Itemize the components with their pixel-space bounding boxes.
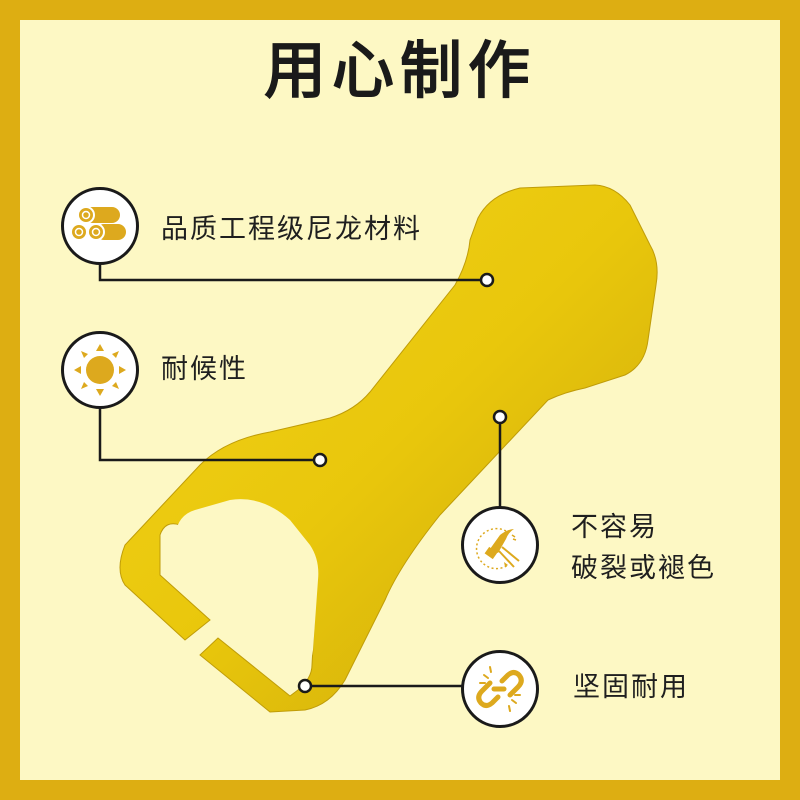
hammer-impact-icon: [475, 527, 520, 570]
page-title: 用心制作: [263, 34, 536, 107]
feature-2-label: 耐候性: [161, 354, 248, 385]
feature-3-label-line-1: 不容易: [571, 512, 658, 543]
feature-3-icon-badge: [461, 506, 539, 584]
feature-2-icon-badge: [61, 331, 139, 409]
connector-line-2: [98, 407, 320, 462]
connector-line-1: [98, 262, 487, 282]
wrench-body: [119, 184, 658, 713]
chain-link-icon: [476, 666, 524, 712]
anchor-dot-2: [312, 452, 328, 468]
feature-3-label-line-2: 破裂或褪色: [571, 553, 716, 584]
feature-4-icon-badge: [461, 650, 539, 728]
feature-1-label: 品质工程级尼龙材料: [161, 214, 422, 245]
pipes-material-icon: [70, 206, 126, 241]
anchor-dot-4: [297, 678, 313, 694]
feature-1-icon-badge: [61, 187, 139, 265]
anchor-dot-1: [479, 272, 495, 288]
sun-icon: [74, 344, 126, 396]
anchor-dot-3: [492, 409, 508, 425]
wrench-jaw-opening: [175, 499, 319, 680]
feature-4-label: 坚固耐用: [573, 672, 689, 703]
